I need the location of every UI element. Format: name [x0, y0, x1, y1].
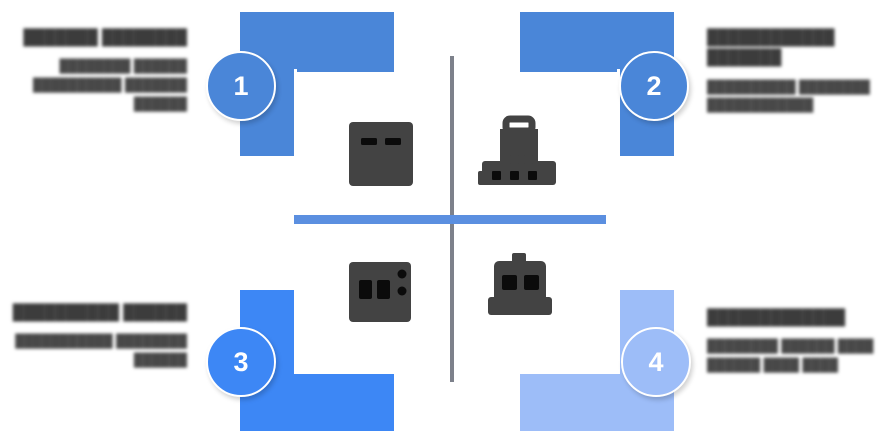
- machine-unit-icon: [484, 253, 556, 327]
- quadrant-2-heading: ████████████ ███████: [707, 29, 835, 67]
- quadrant-2-number-badge[interactable]: 2: [619, 51, 689, 121]
- quadrant-3-number-badge[interactable]: 3: [206, 327, 276, 397]
- server-storage-icon: [345, 118, 417, 190]
- factory-plant-icon: [478, 115, 558, 191]
- quadrant-4-heading: █████████████: [707, 309, 846, 326]
- quadrant-4-body: ████████ ██████ ████ ██████ ████ ████: [707, 339, 874, 372]
- quadrant-2-text-block: ████████████ ███████ ██████████ ████████…: [707, 28, 882, 115]
- quadrant-1-heading: ███████ ████████: [23, 29, 187, 46]
- horizontal-divider-line: [294, 215, 606, 224]
- quadrant-4-text-block: █████████████ ████████ ██████ ████ █████…: [707, 308, 882, 375]
- quadrant-1-body: ████████ ██████ ██████████ ███████ █████…: [32, 59, 187, 111]
- quadrant-2-body: ██████████ ████████ ████████████: [707, 79, 870, 113]
- quadrant-1-text-block: ███████ ████████ ████████ ██████ ███████…: [12, 28, 187, 114]
- quadrant-1-number-badge[interactable]: 1: [206, 51, 276, 121]
- rack-appliance-icon: [345, 258, 417, 326]
- quadrant-3-body: ███████████ ████████ ██████: [15, 334, 187, 367]
- quadrant-3-text-block: ██████████ ██████ ███████████ ████████ █…: [12, 303, 187, 370]
- quadrant-4-number-badge[interactable]: 4: [621, 327, 691, 397]
- quadrant-3-heading: ██████████ ██████: [12, 304, 187, 321]
